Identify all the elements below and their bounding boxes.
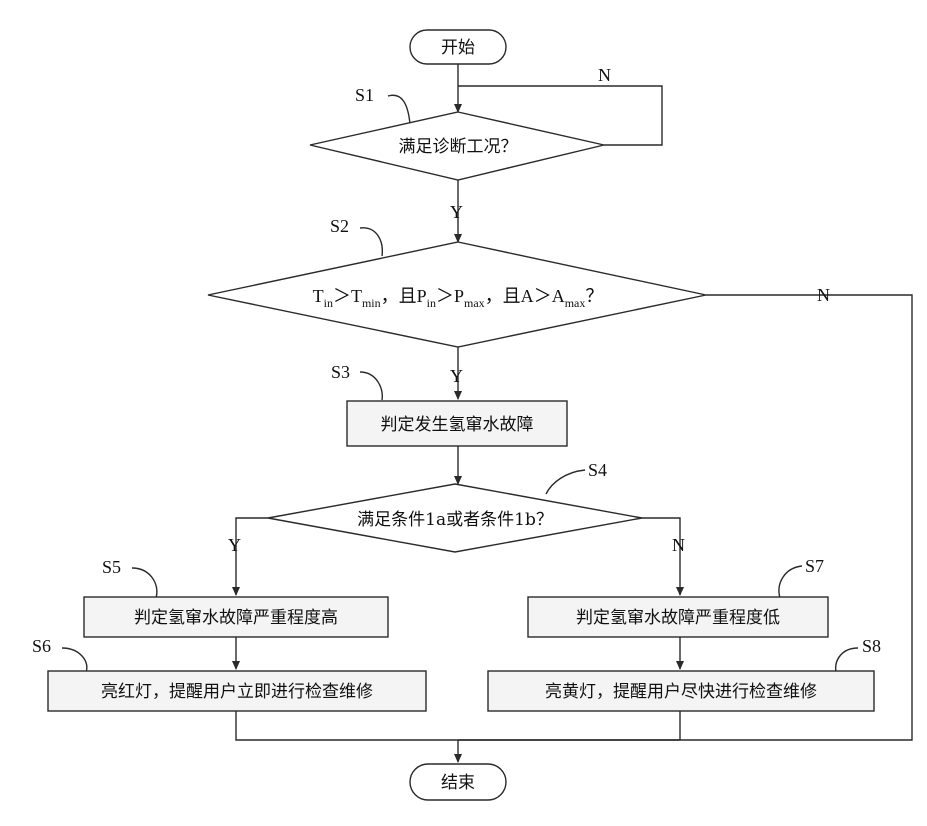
branch-label-s1-yes: Y: [450, 202, 463, 222]
s2-and2: ，且A: [485, 286, 534, 306]
s5-leader: [132, 568, 157, 598]
s2-t-sub: in: [324, 296, 333, 310]
s2-tmin: T: [351, 286, 362, 306]
arrow-s4-yes-to-s5: [236, 518, 268, 595]
branch-label-s1-no: N: [598, 65, 611, 85]
s2-gt1: ＞: [333, 286, 351, 306]
s2-gt3: ＞: [534, 286, 552, 306]
s4-leader: [546, 470, 585, 494]
s8-text: 亮黄灯，提醒用户尽快进行检查维修: [545, 682, 817, 702]
s2-pin-sub: in: [427, 296, 436, 310]
step-label-s8: S8: [862, 636, 881, 656]
end-label: 结束: [441, 773, 475, 793]
s2-amax: A: [552, 286, 565, 306]
s2-pmax-sub: max: [464, 296, 485, 310]
s2-gt2: ＞: [436, 286, 454, 306]
s2-t: T: [313, 286, 324, 306]
s8-leader: [836, 648, 858, 672]
s3-text: 判定发生氢窜水故障: [381, 415, 534, 435]
step-label-s7: S7: [805, 556, 824, 576]
start-label: 开始: [441, 38, 475, 58]
branch-label-s4-yes: Y: [228, 535, 241, 555]
s2-q: ？: [585, 286, 603, 306]
s1-text: 满足诊断工况？: [399, 137, 518, 157]
s2-amax-sub: max: [565, 296, 586, 310]
branch-label-s2-yes: Y: [450, 366, 463, 386]
s7-leader: [779, 566, 802, 598]
step-label-s1: S1: [355, 85, 374, 105]
step-label-s5: S5: [102, 557, 121, 577]
s5-text: 判定氢窜水故障严重程度高: [134, 608, 338, 628]
step-label-s2: S2: [330, 216, 349, 236]
connectors: [236, 64, 912, 762]
s2-pmax: P: [454, 286, 464, 306]
step-label-s6: S6: [32, 636, 51, 656]
s1-leader: [388, 95, 410, 124]
branch-label-s2-no: N: [817, 285, 830, 305]
step-label-s4: S4: [588, 460, 607, 480]
branch-label-s4-no: N: [672, 535, 685, 555]
arrow-s4-no-to-s7: [642, 518, 680, 595]
s4-text: 满足条件1a或者条件1b？: [357, 510, 553, 530]
s6-merge-line: [236, 711, 680, 740]
s6-leader: [62, 648, 87, 672]
step-label-s3: S3: [331, 362, 350, 382]
s6-text: 亮红灯，提醒用户立即进行检查维修: [101, 682, 373, 702]
s2-leader: [360, 228, 382, 256]
s2-and1: ，且P: [381, 286, 427, 306]
s3-leader: [360, 372, 382, 400]
s7-text: 判定氢窜水故障严重程度低: [576, 608, 780, 628]
s2-tmin-sub: min: [362, 296, 381, 310]
